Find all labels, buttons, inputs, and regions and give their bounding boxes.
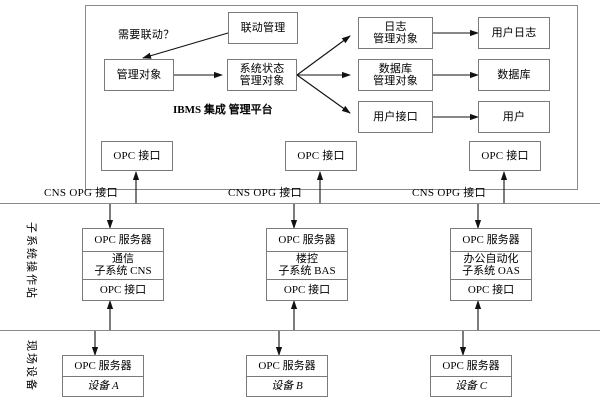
device-name-label: 设备 B [271, 380, 303, 393]
bus-divider-bottom [0, 330, 600, 331]
node-user-log[interactable]: 用户日志 [478, 17, 550, 49]
subsystem-server-label: OPC 服务器 [278, 233, 336, 246]
node-database[interactable]: 数据库 [478, 59, 550, 91]
subsystem-unit-cns[interactable]: OPC 服务器 通信 子系统 CNS OPC 接口 [82, 228, 164, 301]
platform-title-line2: 管理平台 [228, 104, 273, 116]
bus-divider-top [0, 203, 600, 204]
node-label: 用户日志 [491, 26, 537, 39]
subsystem-opc-interface-cell: OPC 接口 [267, 280, 347, 300]
subsystem-server-cell: OPC 服务器 [83, 229, 163, 252]
band-label-field-devices: 现场设备 [25, 340, 37, 392]
bus-label-2: CNS OPG 接口 [228, 187, 302, 199]
subsystem-name-cell: 楼控 子系统 BAS [267, 252, 347, 281]
subsystem-name-line2: 子系统 CNS [94, 265, 152, 278]
subsystem-unit-bas[interactable]: OPC 服务器 楼控 子系统 BAS OPC 接口 [266, 228, 348, 301]
subsystem-server-label: OPC 服务器 [462, 233, 520, 246]
node-user[interactable]: 用户 [478, 101, 550, 133]
bus-label-3: CNS OPG 接口 [412, 187, 486, 199]
opc-interface-label: OPC 接口 [481, 149, 529, 162]
subsystem-name-line2: 子系统 OAS [462, 265, 520, 278]
device-name-label: 设备 A [87, 380, 119, 393]
device-server-label: OPC 服务器 [74, 359, 132, 372]
device-name-cell: 设备 A [63, 377, 143, 397]
subsystem-opc-interface-cell: OPC 接口 [451, 280, 531, 300]
platform-opc-interface-1[interactable]: OPC 接口 [101, 141, 173, 171]
node-label: 用户接口 [373, 110, 418, 123]
node-user-interface[interactable]: 用户接口 [358, 101, 433, 133]
device-unit-c[interactable]: OPC 服务器 设备 C [430, 355, 512, 397]
subsystem-name-line1: 办公自动化 [463, 253, 519, 266]
device-server-label: OPC 服务器 [258, 359, 316, 372]
node-label-line2: 管理对象 [373, 33, 418, 45]
device-unit-b[interactable]: OPC 服务器 设备 B [246, 355, 328, 397]
subsystem-server-cell: OPC 服务器 [267, 229, 347, 252]
node-database-managed-object[interactable]: 数据库 管理对象 [358, 59, 433, 91]
bus-label-1: CNS OPG 接口 [44, 187, 118, 199]
platform-opc-interface-3[interactable]: OPC 接口 [469, 141, 541, 171]
subsystem-name-cell: 办公自动化 子系统 OAS [451, 252, 531, 281]
node-label: 管理对象 [116, 68, 162, 81]
node-label: 联动管理 [240, 21, 286, 34]
node-label-line1: 数据库 [378, 62, 413, 75]
condition-label-need-linkage: 需要联动？ [118, 29, 175, 41]
node-linkage-management[interactable]: 联动管理 [228, 12, 298, 44]
node-label-line2: 管理对象 [373, 75, 418, 87]
device-server-label: OPC 服务器 [442, 359, 500, 372]
subsystem-name-cell: 通信 子系统 CNS [83, 252, 163, 281]
device-name-label: 设备 C [454, 380, 488, 393]
device-server-cell: OPC 服务器 [247, 356, 327, 377]
subsystem-opc-interface-cell: OPC 接口 [83, 280, 163, 300]
subsystem-name-line1: 通信 [112, 253, 134, 266]
device-server-cell: OPC 服务器 [431, 356, 511, 377]
node-label: 数据库 [497, 68, 531, 81]
node-label-line1: 系统状态 [239, 62, 285, 75]
band-label-subsystem-station: 子系统操作站 [25, 222, 37, 300]
node-log-managed-object[interactable]: 日志 管理对象 [358, 17, 433, 49]
opc-interface-label: OPC 接口 [113, 149, 161, 162]
opc-interface-label: OPC 接口 [99, 283, 147, 296]
subsystem-name-line2: 子系统 BAS [278, 265, 336, 278]
subsystem-name-line1: 楼控 [296, 253, 318, 266]
opc-interface-label: OPC 接口 [467, 283, 515, 296]
device-name-cell: 设备 C [431, 377, 511, 397]
platform-opc-interface-2[interactable]: OPC 接口 [285, 141, 357, 171]
platform-title: IBMS 集成 管理平台 [173, 104, 273, 117]
device-server-cell: OPC 服务器 [63, 356, 143, 377]
node-label-line2: 管理对象 [239, 75, 285, 87]
platform-title-line1: IBMS 集成 [173, 104, 226, 116]
subsystem-server-label: OPC 服务器 [94, 233, 152, 246]
opc-interface-label: OPC 接口 [283, 283, 331, 296]
subsystem-server-cell: OPC 服务器 [451, 229, 531, 252]
node-system-state-managed-object[interactable]: 系统状态 管理对象 [227, 59, 297, 91]
node-label: 用户 [502, 110, 526, 123]
opc-interface-label: OPC 接口 [297, 149, 345, 162]
ibms-platform-frame [85, 5, 578, 190]
subsystem-unit-oas[interactable]: OPC 服务器 办公自动化 子系统 OAS OPC 接口 [450, 228, 532, 301]
node-managed-object[interactable]: 管理对象 [104, 59, 174, 91]
device-unit-a[interactable]: OPC 服务器 设备 A [62, 355, 144, 397]
node-label-line1: 日志 [384, 20, 407, 33]
device-name-cell: 设备 B [247, 377, 327, 397]
